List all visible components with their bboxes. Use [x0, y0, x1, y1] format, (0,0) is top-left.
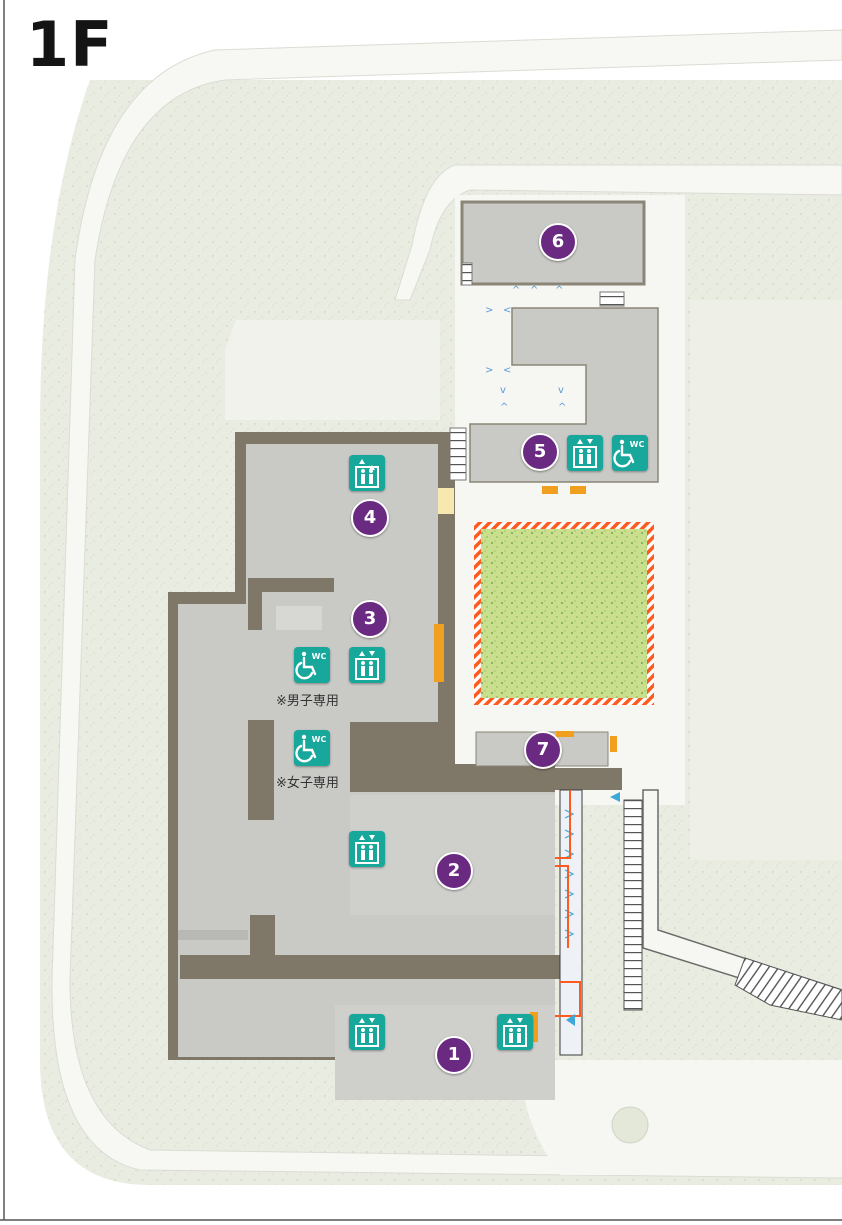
wc-label: WC	[312, 652, 327, 661]
elevator-icon[interactable]	[349, 1014, 385, 1050]
marker-6[interactable]: 6	[539, 223, 577, 261]
direction-arrows: > < > < ^ ^ ^ v v ^ ^	[485, 285, 566, 413]
stairway	[623, 799, 643, 1011]
building-5	[469, 307, 659, 483]
outer-corridor	[642, 789, 842, 1011]
accessible-toilet-icon[interactable]: WC	[294, 730, 330, 766]
wc-label: WC	[312, 735, 327, 744]
elevator-icon[interactable]	[349, 647, 385, 683]
roundabout	[611, 1106, 649, 1144]
marker-4[interactable]: 4	[351, 499, 389, 537]
elevator-icon[interactable]	[567, 435, 603, 471]
inner-road	[394, 164, 842, 301]
outer-road	[51, 29, 842, 1179]
accessible-toilet-icon[interactable]: WC	[294, 647, 330, 683]
accessible-toilet-icon[interactable]: WC	[612, 435, 648, 471]
marker-5[interactable]: 5	[521, 433, 559, 471]
elevator-icon[interactable]	[497, 1014, 533, 1050]
svg-text:^: ^	[530, 285, 538, 296]
lower-walkway	[520, 1060, 842, 1175]
right-field	[690, 300, 842, 860]
svg-text:>: >	[485, 305, 493, 316]
svg-text:^: ^	[500, 402, 508, 413]
women-only-note: ※女子専用	[276, 776, 339, 791]
svg-text:v: v	[500, 385, 506, 396]
marker-2[interactable]: 2	[435, 852, 473, 890]
elevator-icon[interactable]	[349, 831, 385, 867]
svg-text:^: ^	[558, 402, 566, 413]
svg-text:^: ^	[512, 285, 520, 296]
plaza-path	[455, 195, 685, 805]
marker-1[interactable]: 1	[435, 1036, 473, 1074]
floor-label: 1F	[26, 8, 114, 81]
marker-7[interactable]: 7	[524, 731, 562, 769]
wc-label: WC	[630, 440, 645, 449]
corridor-arrows	[564, 809, 575, 939]
men-only-note: ※男子専用	[276, 694, 339, 709]
left-path	[225, 320, 440, 420]
entrance-route	[555, 790, 581, 1017]
svg-text:>: >	[485, 365, 493, 376]
svg-text:v: v	[558, 385, 564, 396]
marker-3[interactable]: 3	[351, 600, 389, 638]
diagonal-stairs	[734, 957, 842, 1021]
svg-text:<: <	[503, 365, 511, 376]
elevator-icon[interactable]	[349, 455, 385, 491]
svg-text:<: <	[503, 305, 511, 316]
svg-text:^: ^	[555, 285, 563, 296]
